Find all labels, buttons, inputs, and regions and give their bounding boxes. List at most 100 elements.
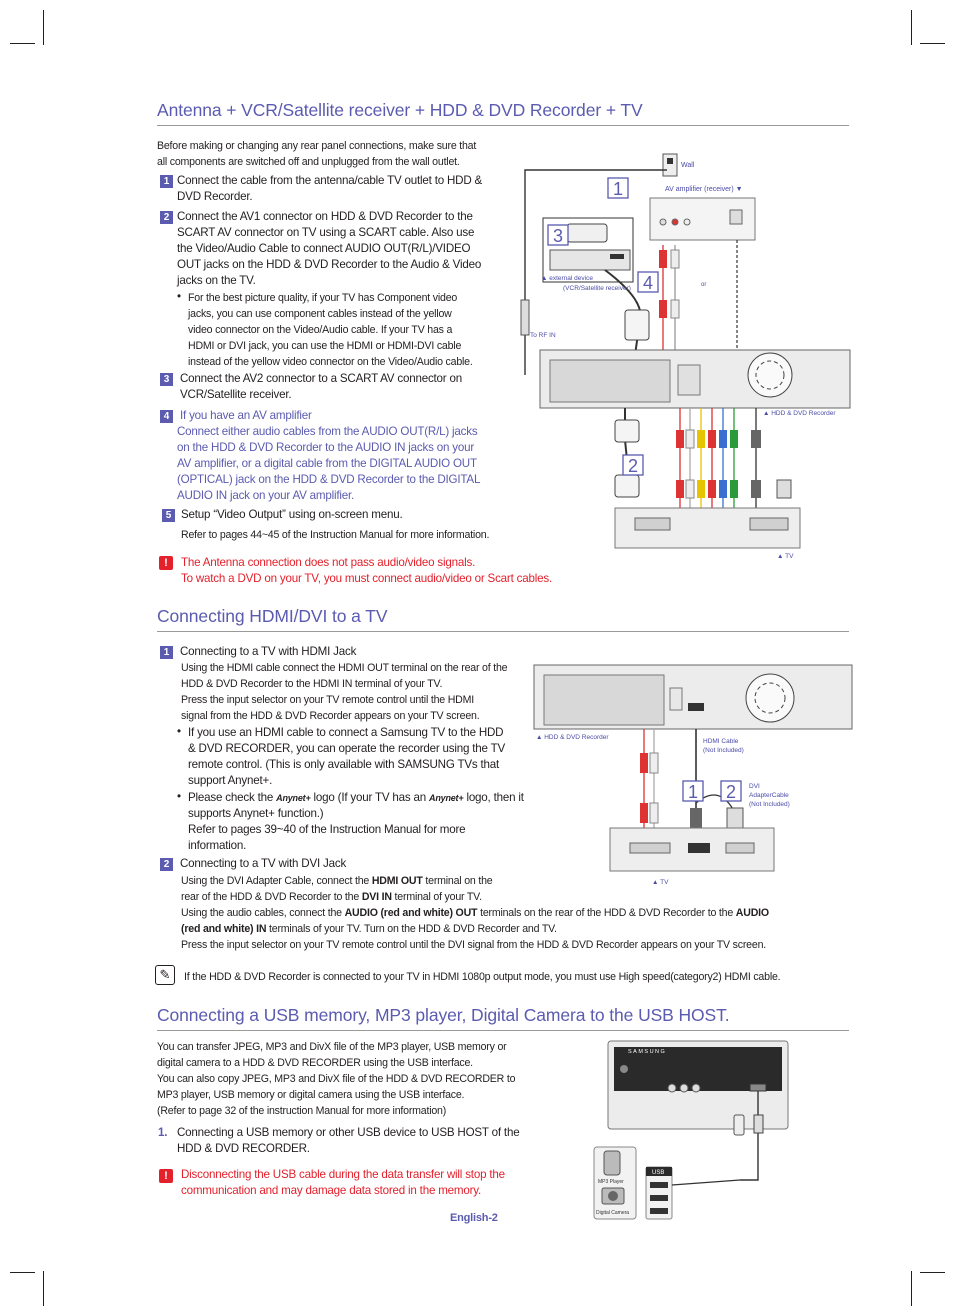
rca-plug — [640, 753, 648, 773]
text-line: jacks on the TV. — [177, 274, 256, 287]
antenna-cable — [524, 169, 667, 375]
tv-scart-in — [634, 517, 671, 531]
wall-outlet-jack — [667, 158, 673, 164]
plug — [751, 430, 761, 448]
usb-memory — [733, 1114, 745, 1136]
text-line: HDMI or DVI jack, you can use the HDMI o… — [188, 340, 462, 352]
usb-header — [646, 1167, 672, 1176]
scart-plug — [624, 309, 650, 341]
rf-plug — [520, 299, 530, 336]
front-jack — [667, 1083, 677, 1093]
recorder-rear-panel — [549, 359, 671, 403]
recorder-fan-blades — [754, 682, 786, 714]
recorder-rear-panel — [543, 674, 665, 726]
step2-text: Connect the AV1 connector on HDD & DVD R… — [177, 209, 517, 289]
section2-title: Connecting HDMI/DVI to a TV — [157, 606, 388, 626]
callout-number: 1 — [613, 179, 623, 199]
label-rf-in: To RF IN — [530, 332, 556, 339]
hdmi-note: If the HDD & DVD Recorder is connected t… — [184, 971, 781, 983]
callout-2 — [720, 780, 742, 802]
label-amplifier: AV amplifier (receiver) ▼ — [665, 186, 743, 193]
wall-outlet — [662, 153, 678, 177]
text-line: The Antenna connection does not pass aud… — [181, 556, 476, 569]
plug — [719, 480, 727, 498]
text-line: Disconnecting the USB cable during the d… — [181, 1168, 505, 1181]
usb-port — [650, 1208, 668, 1214]
amp-jack — [659, 218, 667, 226]
plug — [697, 480, 705, 498]
rca-plug — [649, 802, 659, 824]
tv-hdmi-in — [688, 843, 710, 853]
text-line: on the HDD & DVD Recorder to the AUDIO I… — [177, 441, 474, 454]
crop-mark — [10, 43, 35, 44]
step4-heading: If you have an AV amplifier — [180, 409, 312, 422]
front-jack — [691, 1083, 701, 1093]
scart-plug — [614, 419, 640, 443]
plug — [719, 430, 727, 448]
label-wall: Wall — [681, 162, 695, 169]
plug — [697, 430, 705, 448]
hdmi-text: Using the HDMI cable connect the HDMI OU… — [181, 660, 531, 724]
text-line: If you use an HDMI cable to connect a Sa… — [188, 726, 504, 739]
hdmi-heading: Connecting to a TV with HDMI Jack — [180, 645, 357, 658]
text-line: You can transfer JPEG, MP3 and DivX file… — [157, 1041, 507, 1053]
mp3-player-icon — [603, 1150, 621, 1176]
amp-jack — [683, 218, 691, 226]
callout-number: 2 — [726, 782, 736, 802]
rca-plug — [659, 300, 667, 318]
text-fragment: Using the DVI Adapter Cable, connect the — [181, 875, 372, 887]
text-line: Connect either audio cables from the AUD… — [177, 425, 478, 438]
label-hdmi-cable: (Not Included) — [703, 747, 744, 754]
bullet-dot: • — [177, 725, 182, 738]
label-recorder: ▲ HDD & DVD Recorder — [536, 734, 609, 741]
anynet-logo: Anynet+ — [429, 793, 464, 803]
anynet-logo: Anynet+ — [276, 793, 311, 803]
text-line: (OPTICAL) jack on the HDD & DVD Recorder… — [177, 473, 481, 486]
step1-text: Connect the cable from the antenna/cable… — [177, 173, 517, 205]
step5-ref: Refer to pages 44~45 of the Instruction … — [181, 529, 490, 541]
callout-1 — [682, 780, 704, 802]
recorder-hdmi-area — [677, 364, 701, 396]
plug — [751, 480, 761, 498]
label-camera: Digital Camera — [596, 1210, 629, 1216]
text-fragment: terminals of your TV. Turn on the HDD & … — [266, 923, 557, 935]
text-fragment: AUDIO (red and white) OUT — [344, 907, 478, 919]
amp-jack — [671, 218, 679, 226]
callout-box — [542, 217, 634, 283]
text-line: VCR/Satellite receiver. — [180, 388, 292, 401]
text-fragment: terminal on the — [422, 875, 493, 887]
text-line: To watch a DVD on your TV, you must conn… — [181, 572, 552, 585]
text-line: HDD & DVD Recorder to the HDMI IN termin… — [181, 678, 443, 690]
dvi-heading: Connecting to a TV with DVI Jack — [180, 857, 347, 870]
crop-mark — [43, 1271, 44, 1306]
step-number: 2 — [160, 858, 173, 871]
text-line: Connect the AV2 connector to a SCART AV … — [180, 372, 462, 385]
usb-port — [650, 1195, 668, 1201]
dvi-plug — [726, 807, 744, 829]
text-fragment: (red and white) IN — [181, 923, 267, 935]
text-line: OUT jacks on the HDD & DVD Recorder to t… — [177, 258, 482, 271]
text-line: digital camera to a HDD & DVD RECORDER u… — [157, 1057, 473, 1069]
text-line: Connect the AV1 connector on HDD & DVD R… — [177, 210, 473, 223]
label-usb: USB — [652, 1170, 664, 1176]
step2-bullet: For the best picture quality, if your TV… — [188, 290, 518, 370]
plug — [685, 479, 695, 499]
callout-number: 3 — [553, 226, 563, 246]
text-line: & DVD RECORDER, you can operate the reco… — [188, 742, 506, 755]
usb-diagram: SAMSUNG MP3 Player Digital Camera USB — [593, 1040, 789, 1220]
text-fragment: AUDIO — [735, 907, 769, 919]
text-line: Using the HDMI cable connect the HDMI OU… — [181, 662, 508, 674]
crop-mark — [911, 10, 912, 45]
usb-cable — [740, 1091, 759, 1181]
step-number: 5 — [162, 509, 175, 522]
step4-text: Connect either audio cables from the AUD… — [177, 424, 517, 504]
intro-line: all components are switched off and unpl… — [157, 156, 460, 168]
text-line: information. — [188, 839, 247, 852]
text-line: Press the input selector on your TV remo… — [181, 694, 474, 706]
text-fragment: HDMI OUT — [371, 875, 423, 887]
dvi-plug — [776, 479, 792, 499]
text-line: supports Anynet+ function.) — [188, 807, 324, 820]
tv-dvi-in — [725, 842, 755, 854]
text-line: For the best picture quality, if your TV… — [188, 292, 458, 304]
plug — [676, 480, 684, 498]
